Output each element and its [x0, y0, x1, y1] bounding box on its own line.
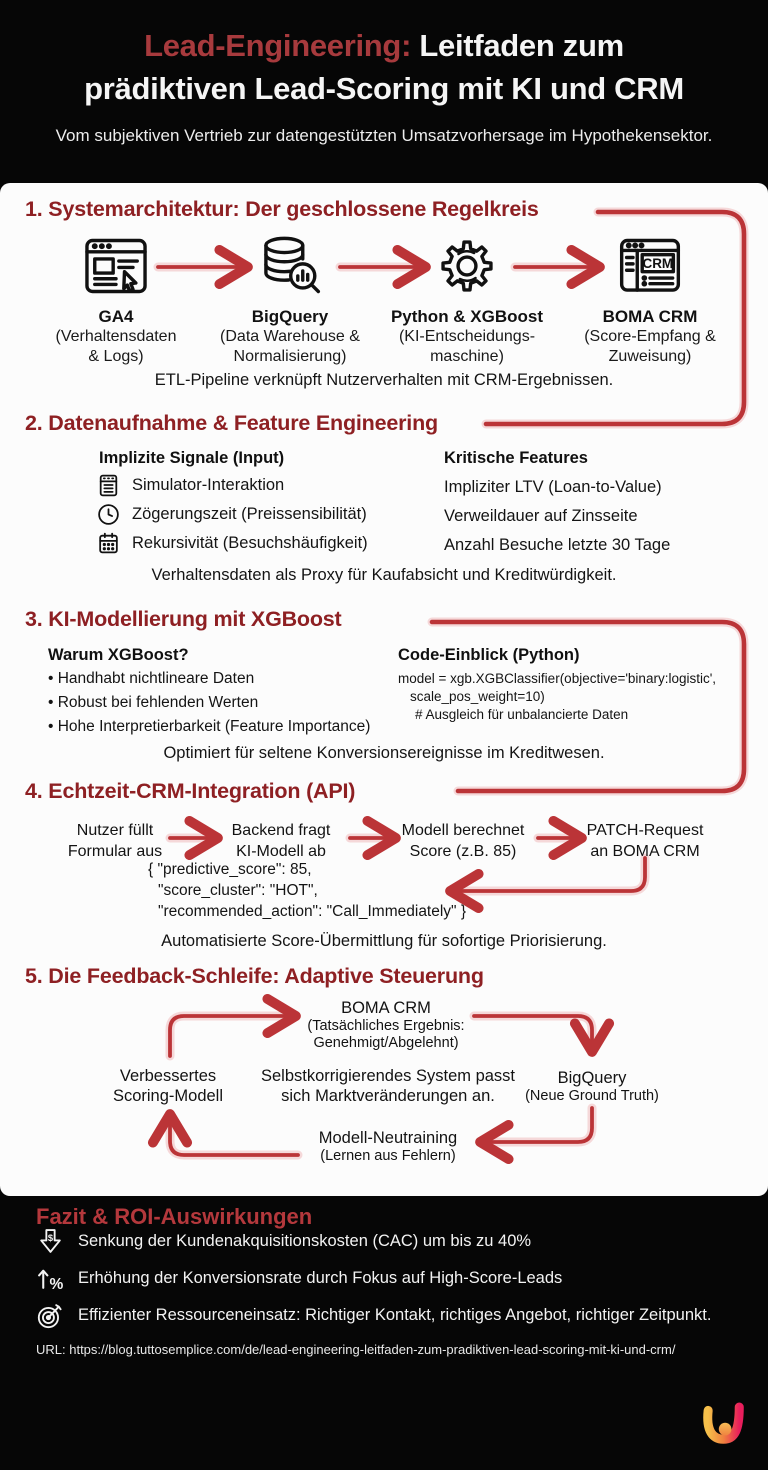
percent-glyph: % [49, 1276, 63, 1293]
target-dart-icon [37, 1304, 62, 1329]
code-header: Code-Einblick (Python) [398, 646, 580, 664]
browser-analytics-icon [85, 238, 147, 294]
node-name: Python & XGBoost [390, 307, 544, 326]
section5-title: 5. Die Feedback-Schleife: Adaptive Steue… [25, 964, 484, 988]
clock-icon [98, 504, 119, 525]
feature-item: Verweildauer auf Zinsseite [444, 507, 638, 525]
section4-caption: Automatisierte Score-Übermittlung für so… [161, 932, 607, 950]
database-search-icon [264, 236, 321, 294]
features-header: Kritische Features [444, 449, 588, 467]
feedback-center-text: Selbstkorrigierendes System passt sich M… [260, 1067, 516, 1105]
page-title-rest: Leitfaden zum [411, 28, 624, 63]
section1-title: 1. Systemarchitektur: Der geschlossene R… [25, 197, 539, 221]
brand-logo-u-icon [703, 1402, 744, 1444]
json-payload-line: { "predictive_score": 85, [148, 861, 312, 878]
section2-caption: Verhaltensdaten als Proxy für Kaufabsich… [151, 566, 617, 584]
xgboost-bullet: Robust bei fehlenden Werten [48, 694, 259, 712]
calendar-icon [99, 532, 118, 554]
page-title-line1: Lead-Engineering: Leitfaden zum [0, 24, 768, 67]
roi-item: Effizienter Ressourceneinsatz: Richtiger… [36, 1301, 711, 1330]
rate-up-arrow-icon: % [38, 1269, 63, 1293]
signal-row: Zögerungszeit (Preissensibilität) [96, 502, 367, 527]
page-title: Lead-Engineering: Leitfaden zum prädikti… [0, 24, 768, 110]
feedback-node-improved-model: Verbessertes Scoring-Modell [112, 1067, 224, 1105]
xgboost-bullet: Handhabt nichtlineare Daten [48, 670, 254, 688]
roi-item: $ Senkung der Kundenakquisitionskosten (… [36, 1227, 531, 1256]
gear-icon [441, 240, 493, 292]
signal-label: Simulator-Interaktion [132, 476, 285, 494]
code-line: model = xgb.XGBClassifier(objective='bin… [398, 671, 717, 686]
signal-row: Simulator-Interaktion [96, 473, 284, 498]
node-name: BOMA CRM [602, 307, 698, 326]
footer: Fazit & ROI-Auswirkungen $ Senkung der K… [0, 1196, 768, 1470]
feedback-node-boma-crm: BOMA CRM (Tatsächliches Ergebnis: Genehm… [307, 999, 465, 1051]
section3-caption: Optimiert für seltene Konversionsereigni… [163, 744, 605, 762]
section2-title: 2. Datenaufnahme & Feature Engineering [25, 411, 438, 435]
node-boma-crm: CRM BOMA CRM (Score-Empfang &Zuweisung) [570, 232, 730, 367]
node-desc: (Score-Empfang &Zuweisung) [584, 328, 716, 365]
crm-icon-label: CRM [642, 256, 673, 271]
why-xgboost-header: Warum XGBoost? [48, 646, 189, 664]
roi-item: % Erhöhung der Konversionsrate durch Fok… [36, 1264, 562, 1293]
code-line: # Ausgleich für unbalancierte Daten [415, 707, 629, 722]
feature-item: Anzahl Besuche letzte 30 Tage [444, 536, 671, 554]
section1-caption: ETL-Pipeline verknüpft Nutzerverhalten m… [154, 371, 614, 389]
node-python-xgboost: Python & XGBoost (KI-Entscheidungs-masch… [387, 232, 547, 367]
crm-window-icon: CRM [619, 238, 681, 292]
node-desc: (Verhaltensdaten& Logs) [55, 328, 177, 365]
page-title-accent: Lead-Engineering: [144, 28, 412, 63]
section3-title: 3. KI-Modellierung mit XGBoost [25, 607, 342, 631]
page-title-line2: prädiktiven Lead-Scoring mit KI und CRM [84, 71, 684, 106]
node-ga4: GA4 (Verhaltensdaten& Logs) [36, 232, 196, 367]
node-desc: (Data Warehouse &Normalisierung) [220, 328, 360, 365]
footer-title: Fazit & ROI-Auswirkungen [36, 1204, 313, 1229]
node-desc: (KI-Entscheidungs-maschine) [398, 328, 536, 365]
signals-header: Implizite Signale (Input) [99, 449, 285, 467]
roi-text: Senkung der Kundenakquisitionskosten (CA… [78, 1232, 532, 1250]
roi-text: Erhöhung der Konversionsrate durch Fokus… [78, 1269, 563, 1287]
calculator-icon [99, 474, 118, 497]
page-subtitle: Vom subjektiven Vertrieb zur datengestüt… [55, 126, 713, 145]
feedback-node-retraining: Modell-Neutraining (Lernen aus Fehlern) [318, 1129, 458, 1164]
roi-text: Effizienter Ressourceneinsatz: Richtiger… [78, 1306, 712, 1324]
json-payload-line: "recommended_action": "Call_Immediately"… [158, 903, 467, 920]
dollar-glyph: $ [48, 1233, 54, 1243]
json-payload-line: "score_cluster": "HOT", [158, 882, 318, 899]
source-url: URL: https://blog.tuttosemplice.com/de/l… [36, 1342, 676, 1357]
signal-label: Rekursivität (Besuchshäufigkeit) [132, 534, 368, 552]
header: Lead-Engineering: Leitfaden zum prädikti… [0, 0, 768, 183]
feature-item: Impliziter LTV (Loan-to-Value) [444, 478, 662, 496]
node-name: GA4 [98, 307, 134, 326]
cost-down-arrow-icon: $ [40, 1229, 61, 1253]
xgboost-bullet: Hohe Interpretierbarkeit (Feature Import… [48, 718, 371, 736]
signal-row: Rekursivität (Besuchshäufigkeit) [96, 531, 368, 556]
node-name: BigQuery [251, 307, 329, 326]
feedback-node-bigquery: BigQuery (Neue Ground Truth) [525, 1069, 659, 1104]
signal-label: Zögerungszeit (Preissensibilität) [132, 505, 367, 523]
node-bigquery: BigQuery (Data Warehouse &Normalisierung… [210, 232, 370, 367]
section4-title: 4. Echtzeit-CRM-Integration (API) [25, 779, 356, 803]
code-line: scale_pos_weight=10) [410, 689, 545, 704]
